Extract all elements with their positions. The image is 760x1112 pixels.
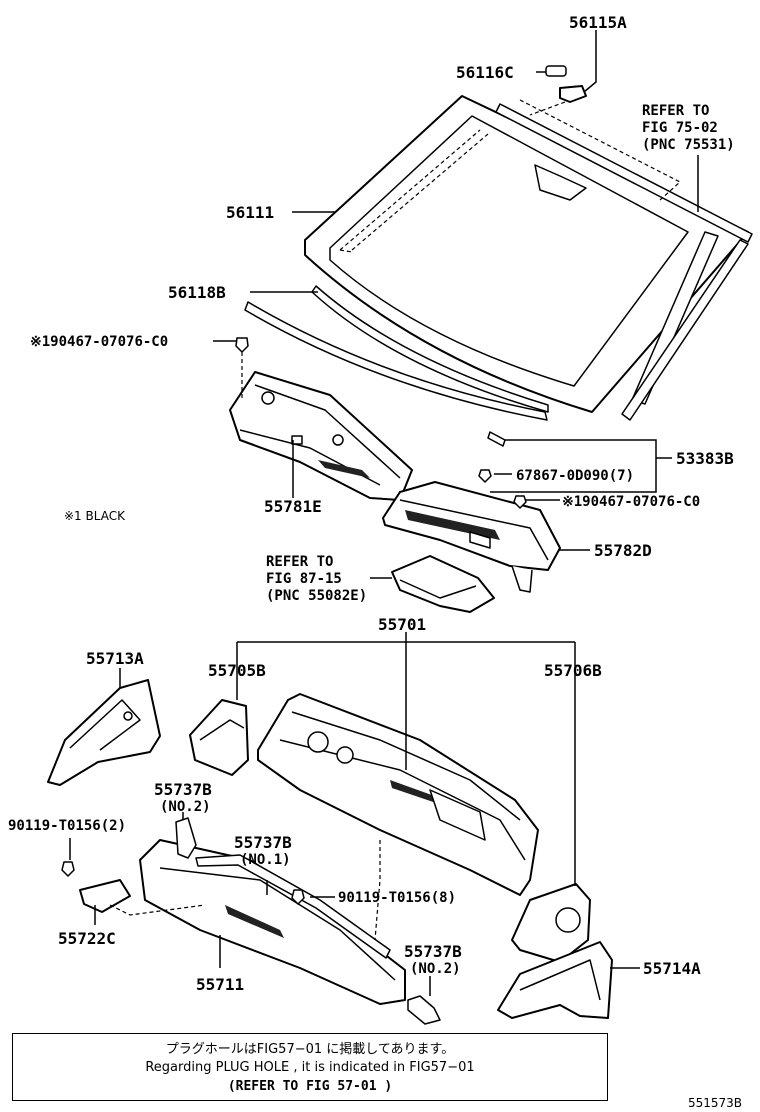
label-56118B: 56118B bbox=[168, 283, 226, 302]
clip-67867[interactable] bbox=[478, 469, 492, 483]
seal-55737B-no2-upper[interactable] bbox=[175, 817, 197, 859]
label-refer-8715-line1: REFER TO bbox=[266, 554, 333, 570]
label-note-black: ※1 BLACK bbox=[64, 509, 126, 523]
label-56116C: 56116C bbox=[456, 63, 514, 82]
sensor-cover[interactable] bbox=[529, 65, 587, 116]
label-56111: 56111 bbox=[226, 203, 274, 222]
label-refer-7502-line3: (PNC 75531) bbox=[642, 137, 735, 153]
label-90119-8: 90119-T0156(8) bbox=[338, 890, 456, 906]
screw-left[interactable] bbox=[61, 861, 75, 877]
molding-strip[interactable] bbox=[244, 285, 549, 421]
bracket-55705B[interactable] bbox=[189, 699, 249, 776]
seal-55737B-no1[interactable] bbox=[195, 854, 391, 959]
label-55701: 55701 bbox=[378, 615, 426, 634]
label-55781E: 55781E bbox=[264, 497, 322, 516]
seal-strip[interactable] bbox=[487, 431, 506, 447]
side-bracket-right[interactable] bbox=[497, 941, 613, 1019]
cowl-lower-panel[interactable] bbox=[139, 839, 406, 1005]
screw-center[interactable] bbox=[291, 840, 381, 941]
label-bolt-left: ※190467-07076-C0 bbox=[30, 334, 168, 350]
notice-line-japanese: プラグホールはFIG57−01 に掲載してあります。 bbox=[165, 1042, 455, 1057]
bracket-55706B[interactable] bbox=[511, 883, 591, 963]
label-55713A: 55713A bbox=[86, 649, 144, 668]
label-refer-7502-line2: FIG 75-02 bbox=[642, 120, 718, 136]
label-67867: 67867-0D090(7) bbox=[516, 468, 634, 484]
label-90119-2: 90119-T0156(2) bbox=[8, 818, 126, 834]
label-55705B: 55705B bbox=[208, 661, 266, 680]
cowl-panel[interactable] bbox=[257, 693, 539, 896]
windshield-glass[interactable] bbox=[304, 95, 753, 421]
label-55711: 55711 bbox=[196, 975, 244, 994]
label-refer-7502-line1: REFER TO bbox=[642, 103, 709, 119]
side-bracket-left[interactable] bbox=[47, 679, 161, 786]
label-55737B-a: 55737B bbox=[154, 780, 212, 799]
seal-55737B-no2-lower[interactable] bbox=[407, 995, 441, 1025]
label-55737B-c: 55737B bbox=[404, 942, 462, 961]
label-55737B-c-no: (NO.2) bbox=[410, 961, 461, 977]
notice-line-english: Regarding PLUG HOLE , it is indicated in… bbox=[145, 1060, 475, 1075]
bolt-upper-left[interactable] bbox=[235, 337, 249, 400]
label-55782D: 55782D bbox=[594, 541, 652, 560]
bolt-upper-right[interactable] bbox=[513, 495, 527, 509]
label-refer-8715-line3: (PNC 55082E) bbox=[266, 588, 367, 604]
label-55722C: 55722C bbox=[58, 929, 116, 948]
label-55737B-a-no: (NO.2) bbox=[160, 799, 211, 815]
label-55737B-b: 55737B bbox=[234, 833, 292, 852]
notice-line-refer: (REFER TO FIG 57-01 ) bbox=[227, 1079, 393, 1094]
label-56115A: 56115A bbox=[569, 13, 627, 32]
air-duct[interactable] bbox=[391, 555, 495, 613]
diagram-id: 551573B bbox=[688, 1096, 743, 1110]
leader-lines bbox=[69, 30, 699, 996]
label-refer-8715-line2: FIG 87-15 bbox=[266, 571, 342, 587]
bracket-55722C[interactable] bbox=[79, 879, 206, 916]
plug-hole-notice: プラグホールはFIG57−01 に掲載してあります。 Regarding PLU… bbox=[12, 1033, 608, 1101]
cowl-top-left[interactable] bbox=[229, 371, 413, 501]
label-bolt-right: ※190467-07076-C0 bbox=[562, 494, 700, 510]
label-55714A: 55714A bbox=[643, 959, 701, 978]
label-55737B-b-no: (NO.1) bbox=[240, 852, 291, 868]
label-53383B: 53383B bbox=[676, 449, 734, 468]
label-55706B: 55706B bbox=[544, 661, 602, 680]
